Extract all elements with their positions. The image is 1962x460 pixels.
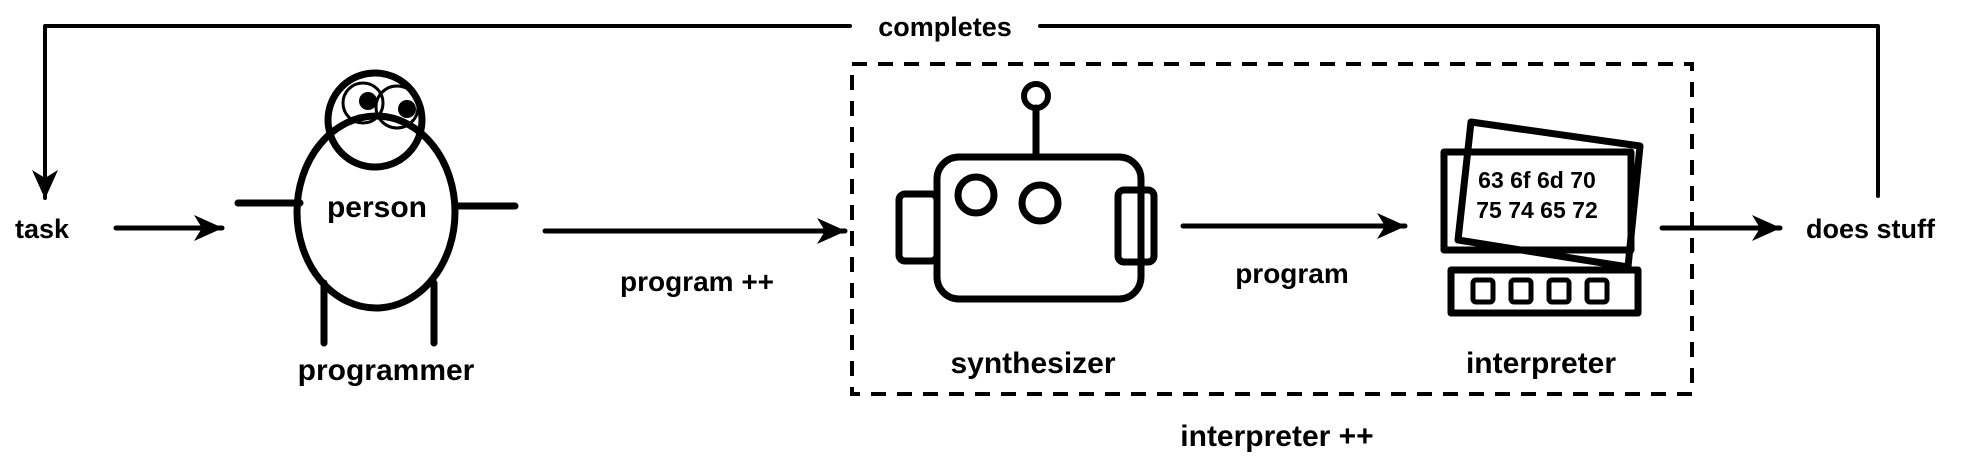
completes-label: completes <box>878 12 1012 42</box>
interpreter-plus-label: interpreter ++ <box>1180 420 1373 453</box>
hex-line-1: 63 6f 6d 70 <box>1478 167 1596 193</box>
robot-icon <box>895 81 1158 303</box>
computer-icon <box>1440 118 1644 317</box>
programmer-figure <box>234 69 519 347</box>
hex-line-2: 75 74 65 72 <box>1476 197 1598 223</box>
completes-loop-line <box>45 24 1880 198</box>
program-plus-label: program ++ <box>620 266 774 297</box>
does-stuff-label: does stuff <box>1806 214 1936 244</box>
task-label: task <box>15 214 70 244</box>
programmer-body <box>293 112 459 312</box>
programmer-head <box>324 69 426 171</box>
programmer-label: programmer <box>298 354 475 387</box>
synthesizer-label: synthesizer <box>950 347 1115 380</box>
interpreter-label: interpreter <box>1466 347 1616 380</box>
person-label: person <box>327 191 427 224</box>
googly-eyes-icon <box>341 81 420 130</box>
program-label: program <box>1235 258 1349 289</box>
interpreter-plus-box <box>850 62 1694 396</box>
